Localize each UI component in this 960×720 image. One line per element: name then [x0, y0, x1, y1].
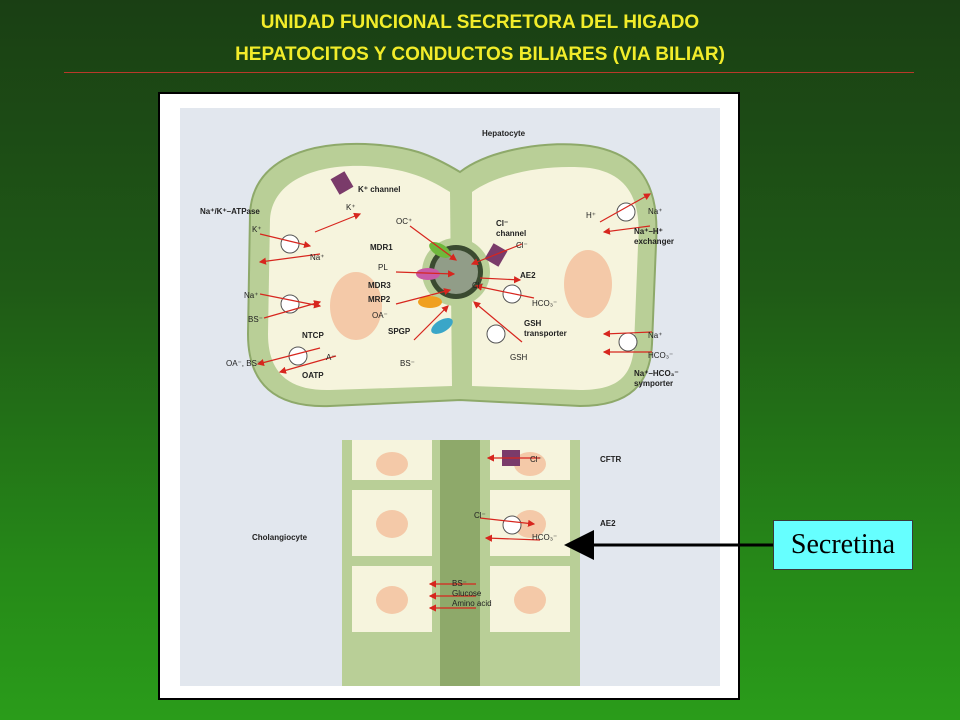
label-oa-minus: OA⁻: [372, 311, 388, 320]
label-symporter-1: Na⁺–HCO₃⁻: [634, 369, 679, 378]
label-cl-lumen: Cl⁻: [472, 281, 484, 290]
label-symporter-2: symporter: [634, 379, 673, 388]
label-na-ntcp: Na⁺: [244, 291, 258, 300]
label-bs-ntcp: BS⁻: [248, 315, 263, 324]
label-hco3-ae2: HCO₃⁻: [532, 533, 557, 542]
label-cholangiocyte: Cholangiocyte: [252, 533, 308, 542]
label-gsh-transporter-2: transporter: [524, 329, 567, 338]
label-mdr1: MDR1: [370, 243, 393, 252]
nucleus-right: [564, 250, 612, 318]
title-divider: [64, 72, 914, 73]
bile-duct: [342, 440, 580, 686]
label-k-plus: K⁺: [346, 203, 356, 212]
label-bs-spgp: BS⁻: [400, 359, 415, 368]
label-gsh-transporter-1: GSH: [524, 319, 542, 328]
label-spgp: SPGP: [388, 327, 411, 336]
label-cftr: CFTR: [600, 455, 622, 464]
label-glucose: Glucose: [452, 589, 482, 598]
label-bs-minus: BS⁻: [452, 579, 467, 588]
label-nah-exchanger-2: exchanger: [634, 237, 674, 246]
diagram-frame: Hepatocyte K⁺ channel Na⁺/K⁺–ATPase NTCP…: [158, 92, 740, 700]
secretory-unit-diagram: Hepatocyte K⁺ channel Na⁺/K⁺–ATPase NTCP…: [180, 108, 720, 686]
label-mrp2: MRP2: [368, 295, 391, 304]
label-cl-out: Cl⁻: [516, 241, 528, 250]
label-na-sym: Na⁺: [648, 331, 662, 340]
label-cl-ae2: Cl⁻: [474, 511, 486, 520]
label-hco3-sym: HCO₃⁻: [648, 351, 673, 360]
label-cl-cftr: Cl⁻: [530, 455, 542, 464]
cholangiocyte-arrows: [428, 454, 541, 612]
label-k-in: K⁺: [252, 225, 262, 234]
slide-title-line1: UNIDAD FUNCIONAL SECRETORA DEL HIGADO: [260, 12, 700, 33]
label-ae2-chol: AE2: [600, 519, 616, 528]
label-cl-channel-1: Cl⁻: [496, 219, 508, 228]
label-amino-acid: Amino acid: [452, 599, 492, 608]
label-mdr3: MDR3: [368, 281, 391, 290]
slide-title-line2: HEPATOCITOS Y CONDUCTOS BILIARES (VIA BI…: [235, 44, 725, 65]
hepatocyte-pair: [246, 142, 658, 408]
label-gsh: GSH: [510, 353, 528, 362]
secretina-callout: Secretina: [773, 520, 913, 570]
label-ntcp: NTCP: [302, 331, 324, 340]
label-cl-channel-2: channel: [496, 229, 526, 238]
mrp2-icon: [418, 296, 442, 308]
label-na-out: Na⁺: [310, 253, 324, 262]
label-na-k-atpase: Na⁺/K⁺–ATPase: [200, 207, 260, 216]
label-pl: PL: [378, 263, 388, 272]
flux-arrows: [256, 193, 653, 374]
label-ae2: AE2: [520, 271, 536, 280]
label-nah-exchanger-1: Na⁺–H⁺: [634, 227, 663, 236]
mdr3-icon: [416, 268, 440, 280]
label-hco3: HCO₃⁻: [532, 299, 557, 308]
mdr1-icon: [429, 242, 451, 258]
spgp-icon: [431, 318, 453, 334]
label-k-channel: K⁺ channel: [358, 185, 400, 194]
label-oa-bs: OA⁻, BS⁻: [226, 359, 261, 368]
label-oc-plus: OC⁺: [396, 217, 412, 226]
label-oatp: OATP: [302, 371, 324, 380]
nucleus-left: [330, 272, 382, 340]
label-h-plus: H⁺: [586, 211, 596, 220]
label-na-right: Na⁺: [648, 207, 662, 216]
label-a-minus: A⁻: [326, 353, 336, 362]
secretina-label: Secretina: [790, 529, 896, 560]
label-hepatocyte: Hepatocyte: [482, 129, 526, 138]
transporters: [280, 171, 638, 366]
